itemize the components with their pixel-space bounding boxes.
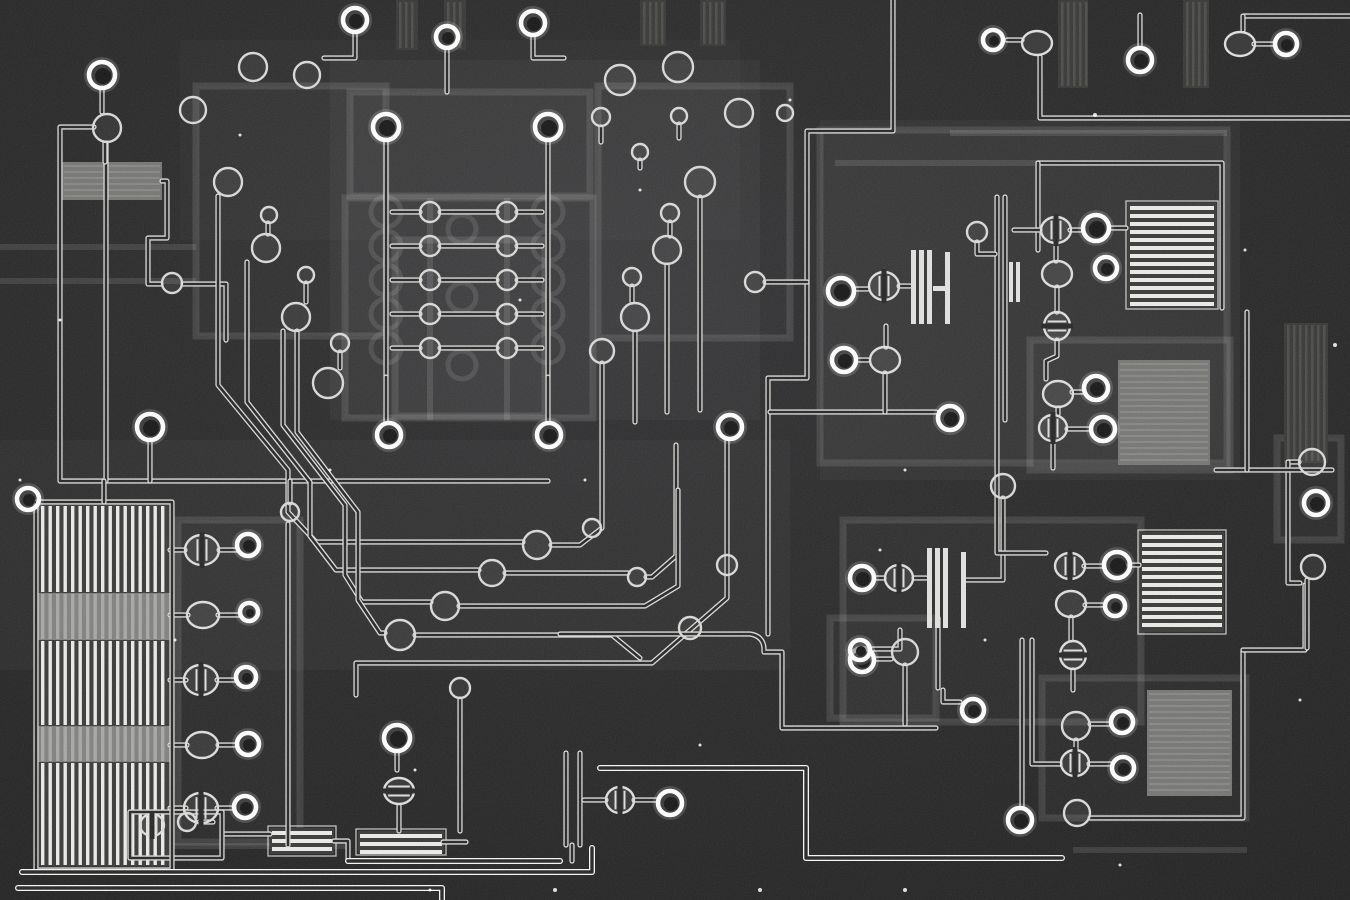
- chip-photo-svg: [0, 0, 1350, 900]
- microfluidic-chip-macro-photo: [0, 0, 1350, 900]
- chip-photo-figure: [0, 0, 1350, 900]
- film-grain-overlay: [0, 0, 1350, 900]
